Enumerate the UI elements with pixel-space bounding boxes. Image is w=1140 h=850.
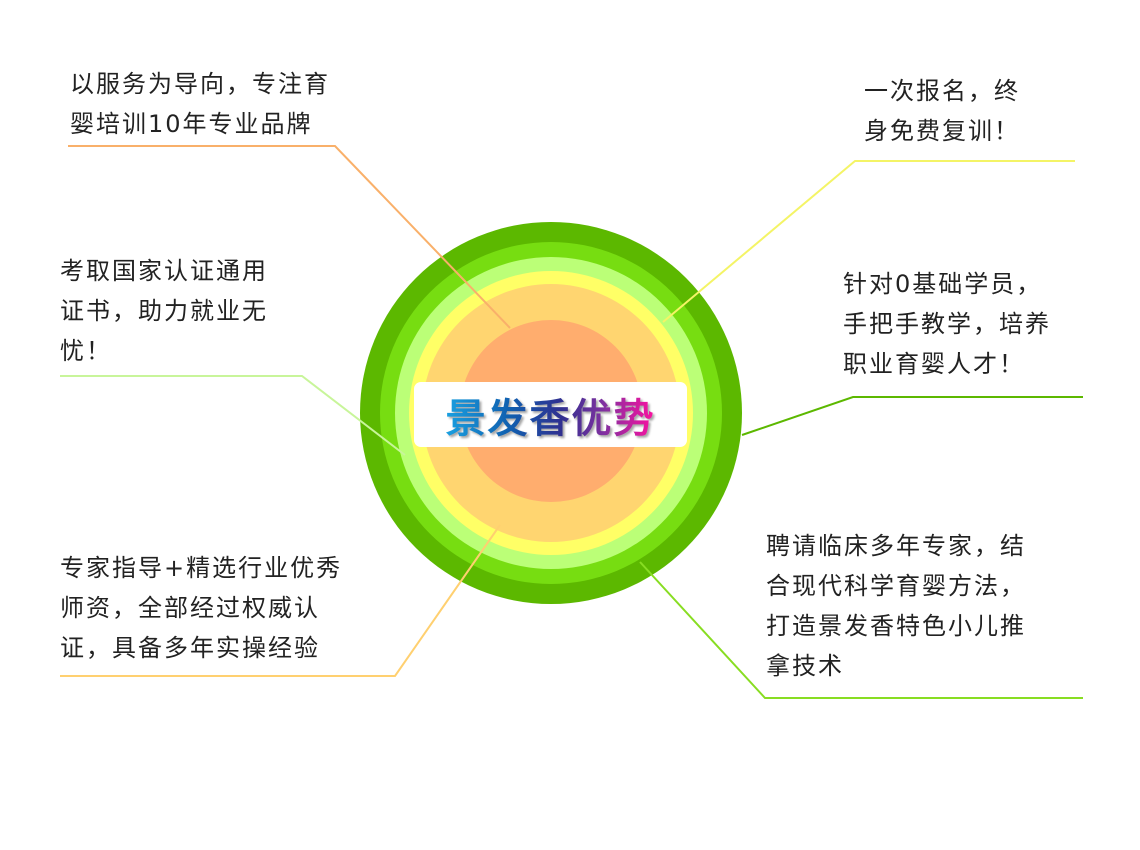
- connector-top-right: [662, 160, 1075, 323]
- connector-top-left: [68, 145, 511, 329]
- note-line: 证，具备多年实操经验: [60, 634, 320, 662]
- note-line: 以服务为导向，专注育: [70, 70, 330, 98]
- note-line: 专家指导+精选行业优秀: [60, 554, 343, 582]
- connector-bottom-right: [639, 561, 1083, 699]
- note-line: 师资，全部经过权威认: [60, 594, 320, 622]
- note-line: 职业育婴人才！: [843, 350, 1025, 378]
- note-line: 拿技术: [766, 652, 844, 680]
- note-line: 证书，助力就业无: [60, 297, 268, 325]
- title-label: 景发香优势: [414, 382, 687, 447]
- note-line: 婴培训10年专业品牌: [70, 110, 313, 138]
- note-line: 针对0基础学员，: [843, 270, 1043, 298]
- note-top-left: 以服务为导向，专注育 婴培训10年专业品牌: [70, 64, 330, 144]
- title-text: 景发香优势: [446, 386, 656, 444]
- note-line: 合现代科学育婴方法，: [766, 572, 1026, 600]
- note-line: 一次报名，终: [864, 77, 1020, 105]
- note-right: 针对0基础学员， 手把手教学，培养 职业育婴人才！: [843, 264, 1051, 384]
- note-line: 考取国家认证通用: [60, 257, 268, 285]
- connector-bottom-left: [60, 524, 501, 677]
- note-line: 聘请临床多年专家，结: [766, 532, 1026, 560]
- note-line: 手把手教学，培养: [843, 310, 1051, 338]
- note-line: 打造景发香特色小儿推: [766, 612, 1026, 640]
- note-bottom-right: 聘请临床多年专家，结 合现代科学育婴方法， 打造景发香特色小儿推 拿技术: [766, 526, 1026, 686]
- note-line: 身免费复训！: [864, 117, 1020, 145]
- note-top-right: 一次报名，终 身免费复训！: [864, 71, 1020, 151]
- note-left: 考取国家认证通用 证书，助力就业无 忧！: [60, 251, 268, 371]
- connector-right: [741, 396, 1083, 436]
- note-bottom-left: 专家指导+精选行业优秀 师资，全部经过权威认 证，具备多年实操经验: [60, 548, 342, 668]
- connector-left: [60, 375, 406, 456]
- note-line: 忧！: [60, 337, 112, 365]
